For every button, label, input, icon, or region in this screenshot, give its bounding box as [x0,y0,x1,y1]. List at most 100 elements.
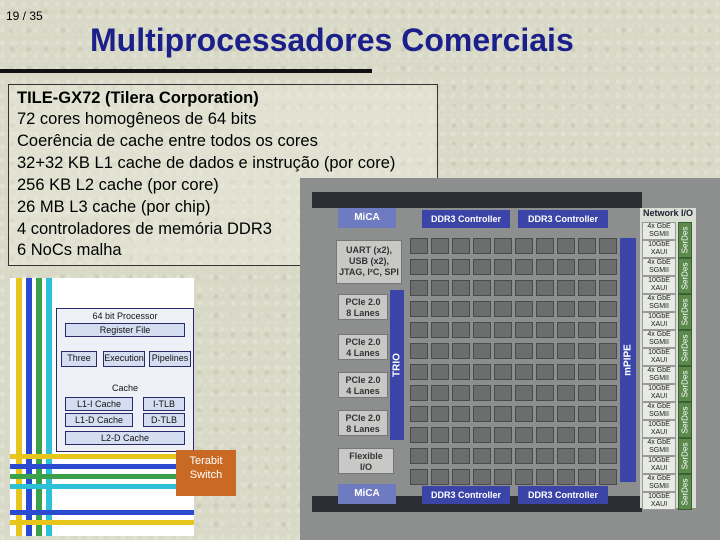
serdes-label: SerDes [680,298,690,326]
core-tile [410,301,428,317]
mpipe-bar: mPIPE [620,238,636,482]
ge-label: SGMII [649,411,669,418]
ge-label: XAUI [650,357,668,364]
bullet-item: 72 cores homogêneos de 64 bits [17,110,257,128]
core-tile [473,385,491,401]
core-tile [410,259,428,275]
ge-label: SGMII [649,447,669,454]
core-tile [557,280,575,296]
bus-line [46,278,52,536]
io-label: PCIe 2.0 [345,413,381,423]
page-title: Multiprocessadores Comerciais [90,22,574,58]
core-tile [515,301,533,317]
pcie-block: PCIe 2.0 8 Lanes [338,294,388,320]
core-tile [410,448,428,464]
ge-label: SGMII [649,375,669,382]
bullet-item: Coerência de cache entre todos os cores [17,132,318,150]
core-tile [494,427,512,443]
core-tile [452,364,470,380]
core-tile [536,385,554,401]
register-file: Register File [65,323,185,337]
core-tile [473,406,491,422]
core-tile [473,322,491,338]
core-tile [452,259,470,275]
core-tile [410,427,428,443]
bus-line [10,510,194,515]
core-tile [557,448,575,464]
processor-title: 64 bit Processor [92,311,158,321]
core-tile [536,280,554,296]
core-tile [557,259,575,275]
bus-line [36,278,42,536]
io-label: 4 Lanes [346,348,380,358]
core-tile [410,238,428,254]
core-tile [494,448,512,464]
core-tile [431,385,449,401]
core-tile [578,469,596,485]
mpipe-label: mPIPE [622,344,634,376]
core-tile [599,448,617,464]
io-label: 4 Lanes [346,386,380,396]
core-tile [473,364,491,380]
flexible-io-block: Flexible I/O [338,448,394,474]
core-tile [410,280,428,296]
io-label: USB (x2), [348,256,389,266]
io-label: PCIe 2.0 [345,297,381,307]
ge-label: SGMII [649,267,669,274]
ge-label: SGMII [649,303,669,310]
ge-label: 4x GbE [647,403,671,410]
core-tile [599,259,617,275]
core-tile [536,406,554,422]
ddr3-controller: DDR3 Controller [422,210,510,228]
core-tile [578,280,596,296]
cache-title: Cache [111,383,138,393]
core-tile [599,385,617,401]
core-tile [410,469,428,485]
ge-label: 4x GbE [647,367,671,374]
core-tile [599,427,617,443]
core-tile [431,364,449,380]
core-tile [431,406,449,422]
io-label: UART (x2), [345,245,392,255]
ge-label: 10GbE [648,277,670,284]
core-tile [494,322,512,338]
core-tile [557,406,575,422]
io-label: PCIe 2.0 [345,375,381,385]
ge-label: XAUI [650,429,668,436]
core-tile [494,301,512,317]
serdes-label: SerDes [680,442,690,470]
core-tile [410,343,428,359]
serdes-label: SerDes [680,334,690,362]
core-tile [515,238,533,254]
pipeline-box: Execution [103,351,145,367]
ge-label: XAUI [650,285,668,292]
l2d-cache: L2-D Cache [65,431,185,445]
ge-label: 4x GbE [647,475,671,482]
core-tile [452,280,470,296]
core-tile [599,301,617,317]
core-tile [536,322,554,338]
switch-label: Terabit [189,455,223,467]
bus-line [10,520,194,525]
core-tile [536,259,554,275]
io-label: Flexible [349,451,383,461]
core-tile [473,238,491,254]
core-tile [557,385,575,401]
network-io-title: Network I/O [642,208,693,218]
bus-line [26,278,32,536]
io-label: I/O [359,462,372,472]
ge-label: 4x GbE [647,439,671,446]
core-tile [599,322,617,338]
core-tile [536,343,554,359]
serdes-block: SerDes [678,330,692,366]
ge-label: 4x GbE [647,223,671,230]
core-tile [452,469,470,485]
core-tile [431,448,449,464]
serdes-block: SerDes [678,366,692,402]
core-tile [494,259,512,275]
serdes-block: SerDes [678,438,692,474]
